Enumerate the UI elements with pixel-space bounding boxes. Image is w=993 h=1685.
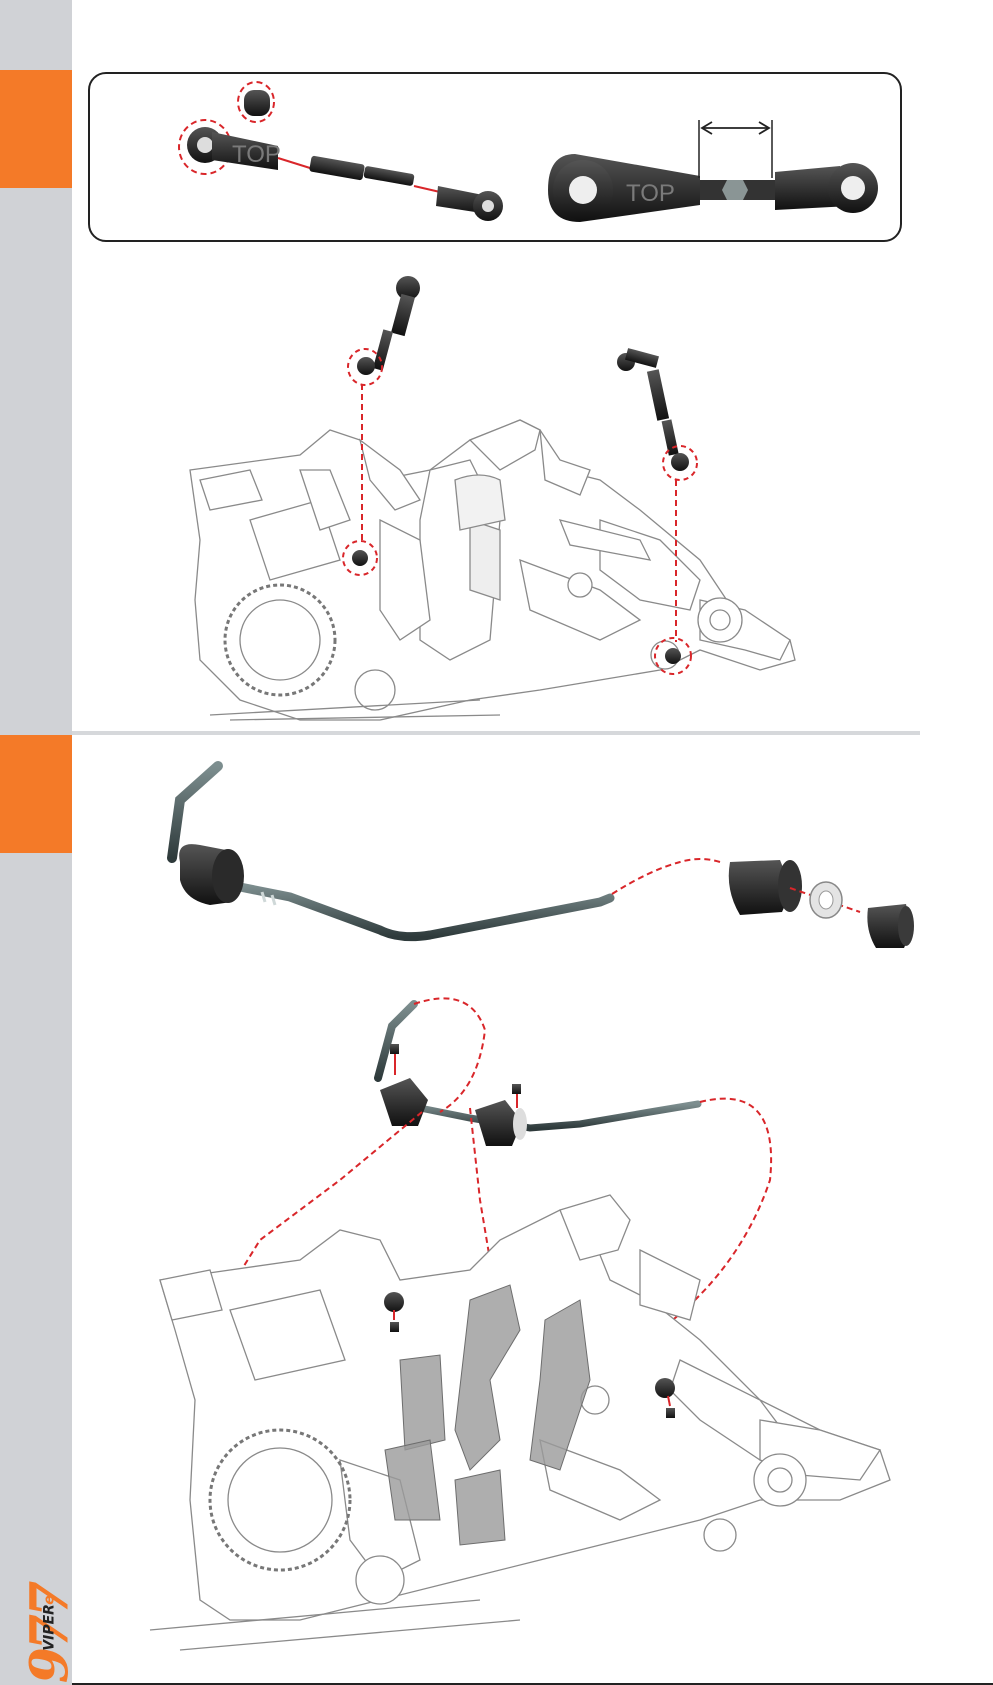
logo-suffix: e (42, 1595, 58, 1605)
antiroll-bar-exploded (172, 766, 914, 948)
logo-name: VIPERe (42, 1595, 58, 1650)
chassis-step1 (190, 420, 795, 720)
turnbuckle-assembled: TOP (548, 120, 878, 222)
chassis-step2 (150, 1195, 890, 1650)
turnbuckle-exploded: TOP (179, 82, 503, 221)
viper-logo: 977 VIPERe (6, 1585, 72, 1685)
top-label-right: TOP (626, 180, 675, 207)
top-label-left: TOP (232, 141, 281, 168)
double-arrow-icon (702, 122, 769, 134)
